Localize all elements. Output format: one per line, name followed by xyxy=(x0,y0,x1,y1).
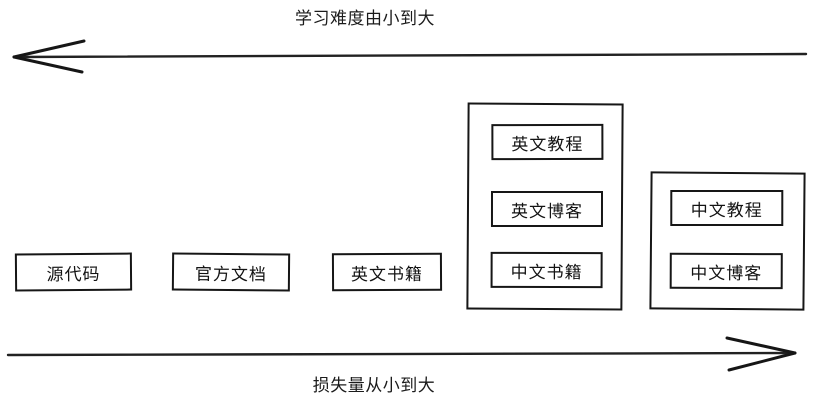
node-chinese-blog[interactable]: 中文博客 xyxy=(669,252,783,290)
node-source-code[interactable]: 源代码 xyxy=(14,252,133,292)
node-label: 英文教程 xyxy=(511,134,584,154)
node-label: 中文博客 xyxy=(690,263,763,283)
bottom-axis-arrow xyxy=(6,336,797,372)
node-label: 中文教程 xyxy=(690,200,763,220)
top-axis-arrow xyxy=(12,39,808,74)
node-official-docs[interactable]: 官方文档 xyxy=(171,252,291,292)
node-label: 官方文档 xyxy=(194,264,268,284)
node-label: 英文书籍 xyxy=(350,264,424,284)
node-chinese-tutorial[interactable]: 中文教程 xyxy=(670,189,784,227)
node-english-tutorial[interactable]: 英文教程 xyxy=(491,123,604,161)
node-english-blog[interactable]: 英文博客 xyxy=(490,190,604,228)
group-english-resources: 英文教程 英文博客 中文书籍 xyxy=(466,102,624,311)
group-chinese-resources: 中文教程 中文博客 xyxy=(649,171,806,311)
top-axis-label: 学习难度由小到大 xyxy=(295,9,435,28)
node-label: 源代码 xyxy=(46,264,101,284)
node-label: 英文博客 xyxy=(510,201,583,221)
node-label: 中文书籍 xyxy=(510,262,583,282)
node-chinese-books[interactable]: 中文书籍 xyxy=(490,251,603,289)
bottom-axis-label: 损失量从小到大 xyxy=(312,376,436,395)
node-english-books[interactable]: 英文书籍 xyxy=(331,252,443,292)
